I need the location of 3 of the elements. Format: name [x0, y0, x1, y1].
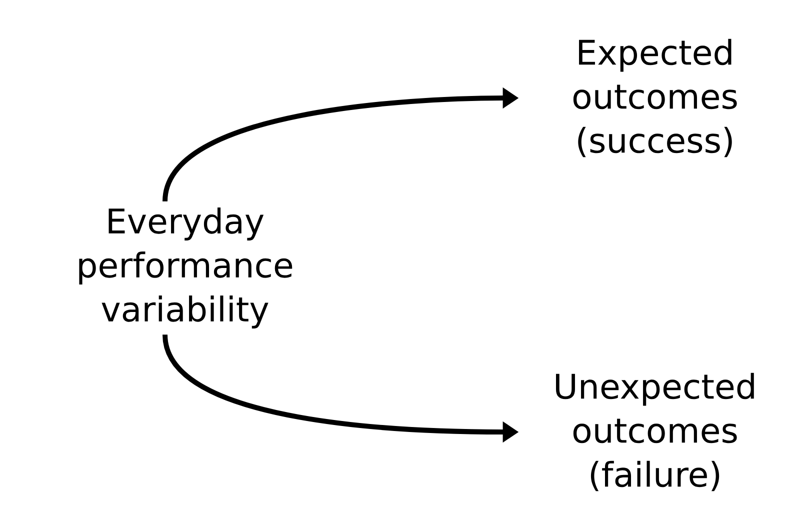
node-text: Expected outcomes (success)	[573, 38, 737, 158]
node-text: Unexpected outcomes (failure)	[556, 372, 754, 492]
node-text: Everyday performance variability	[79, 208, 292, 328]
